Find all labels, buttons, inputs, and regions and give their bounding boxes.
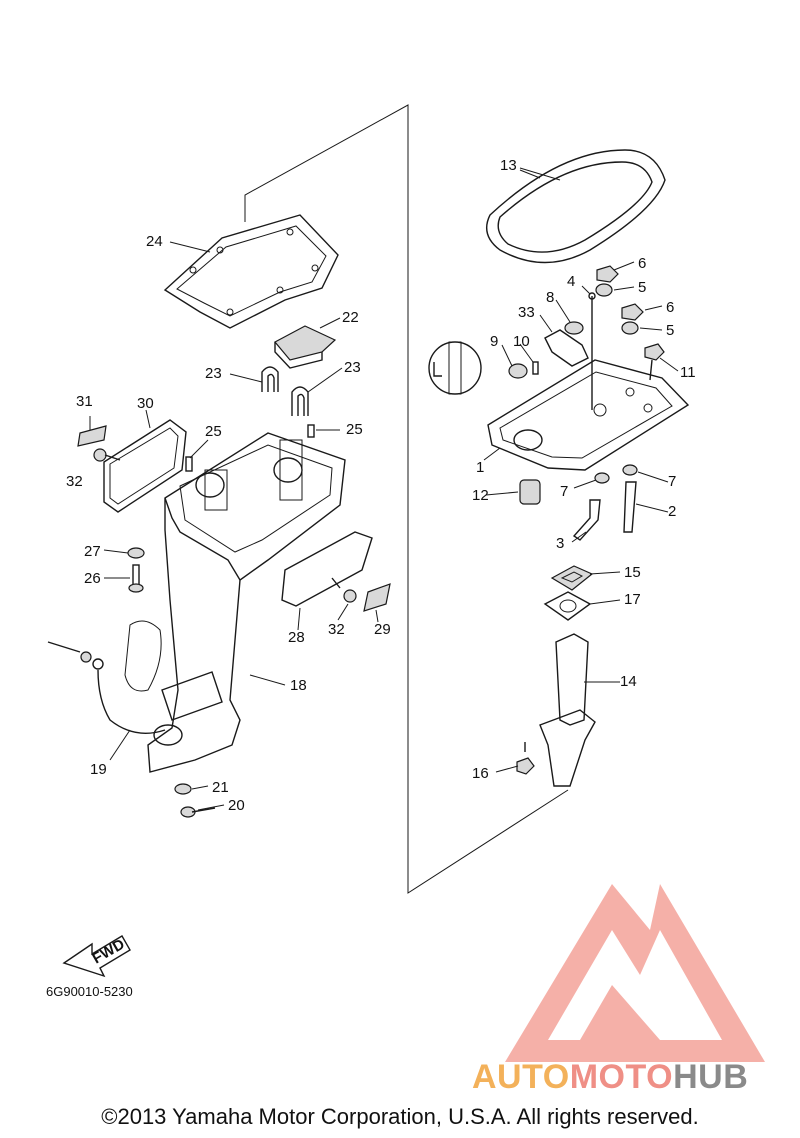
label-7-right: 7 (668, 473, 676, 490)
automotohub-wordmark: AUTOMOTOHUB (472, 1058, 748, 1097)
label-23-left: 23 (205, 365, 222, 382)
label-28: 28 (288, 629, 305, 646)
part-32-screw-right (331, 577, 357, 603)
part-26-bolt (128, 564, 144, 593)
label-18: 18 (290, 677, 307, 694)
label-11: 11 (680, 364, 696, 381)
part-5-grommet-upper (595, 283, 613, 297)
detail-callout-icon (428, 341, 482, 395)
label-8: 8 (546, 289, 554, 306)
label-13: 13 (500, 157, 517, 174)
leader-lines (89, 169, 679, 811)
part-10-pin (532, 361, 539, 375)
part-32-screw-left (93, 448, 121, 462)
label-4: 4 (567, 273, 575, 290)
wordmark-auto: AUTO (472, 1058, 570, 1096)
part-25-dowel-pins (185, 424, 315, 472)
label-22: 22 (342, 309, 359, 326)
label-12: 12 (472, 487, 489, 504)
label-6-upper: 6 (638, 255, 646, 272)
label-23-right: 23 (344, 359, 361, 376)
copyright-notice: ©2013 Yamaha Motor Corporation, U.S.A. A… (101, 1104, 699, 1129)
label-5-lower: 5 (666, 322, 674, 339)
part-23-clips (261, 366, 309, 416)
label-29: 29 (374, 621, 391, 638)
label-25-right: 25 (346, 421, 363, 438)
label-31: 31 (76, 393, 93, 410)
wordmark-moto: MOTO (569, 1058, 674, 1096)
label-32-left: 32 (66, 473, 83, 490)
part-21-washer (174, 783, 192, 795)
part-8-grommet (564, 321, 584, 335)
part-6-nut-upper (596, 265, 619, 283)
part-18-lower-casing (124, 432, 346, 773)
fwd-arrow-icon (62, 935, 131, 978)
part-16-bolt (516, 742, 535, 775)
part-17-gasket (543, 591, 592, 621)
part-31-label (77, 425, 107, 447)
label-16: 16 (472, 765, 489, 782)
part-6-nut-lower (621, 303, 644, 321)
label-19: 19 (90, 761, 107, 778)
label-2: 2 (668, 503, 676, 520)
label-21: 21 (212, 779, 229, 796)
label-17: 17 (624, 591, 641, 608)
label-26: 26 (84, 570, 101, 587)
label-10: 10 (513, 333, 530, 350)
reference-code: 6G90010-5230 (46, 984, 133, 999)
part-20-screw (180, 806, 216, 818)
part-13-rubber-seal (486, 149, 666, 264)
part-27-washer (127, 547, 145, 559)
label-7-left: 7 (560, 483, 568, 500)
label-30: 30 (137, 395, 154, 412)
label-5-upper: 5 (638, 279, 646, 296)
part-labels: 13 24 22 23 23 31 30 25 25 32 27 26 28 3… (66, 157, 696, 967)
label-32-right: 32 (328, 621, 345, 638)
part-33-seal (544, 329, 589, 367)
label-24: 24 (146, 233, 163, 250)
part-22-bracket (274, 325, 337, 369)
label-9: 9 (490, 333, 498, 350)
label-27: 27 (84, 543, 101, 560)
part-5-grommet-lower (621, 321, 639, 335)
parts-diagram: 13 24 22 23 23 31 30 25 25 32 27 26 28 3… (47, 104, 765, 1062)
label-20: 20 (228, 797, 245, 814)
part-30-cover-plate (103, 419, 187, 513)
part-1-bottom-cowling (487, 359, 690, 471)
part-14-exhaust-guide (539, 633, 596, 787)
part-7-collar-left (594, 472, 610, 484)
part-2-lever (623, 481, 637, 533)
part-28-side-plate (281, 531, 373, 607)
part-15-rubber-seal (550, 565, 594, 591)
part-3-lever (572, 499, 601, 541)
label-33: 33 (518, 304, 535, 321)
label-6-lower: 6 (666, 299, 674, 316)
part-7-collar-right (622, 464, 638, 476)
label-3: 3 (556, 535, 564, 552)
part-19-ground-lead (47, 641, 166, 734)
part-12-grommet (519, 479, 541, 505)
part-11-bolt (644, 343, 665, 381)
label-14: 14 (620, 673, 637, 690)
part-9-grommet (508, 363, 528, 379)
part-24-gasket (163, 214, 339, 329)
label-25-left: 25 (205, 423, 222, 440)
boundary-lines (244, 104, 569, 894)
label-1: 1 (476, 459, 484, 476)
part-29-label (363, 583, 391, 612)
wordmark-hub: HUB (673, 1058, 749, 1096)
label-15: 15 (624, 564, 641, 581)
part-4-pin (588, 292, 596, 410)
automotohub-logo (505, 884, 765, 1062)
